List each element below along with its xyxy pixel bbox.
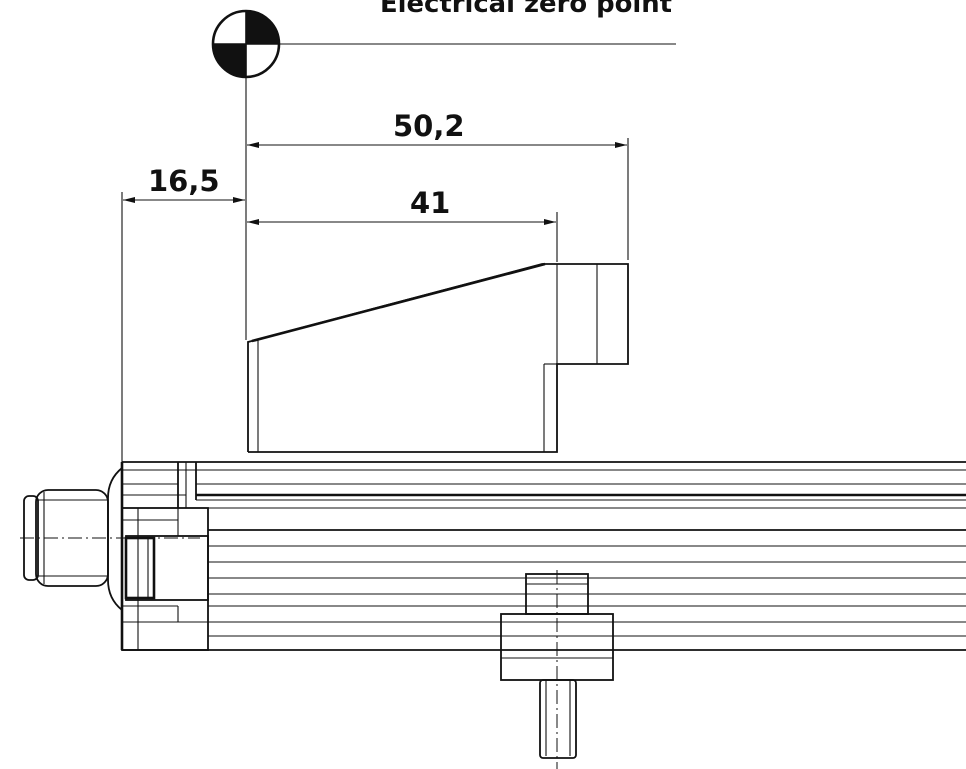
extension-lines: [121, 77, 629, 462]
dimension-50-2: 50,2: [247, 109, 627, 148]
center-lines: [20, 537, 558, 769]
zero-point-label: Electrical zero point: [380, 0, 672, 19]
dimension-50-2-label: 50,2: [393, 109, 465, 143]
datum-target-icon: [211, 9, 281, 79]
dimension-41: 41: [247, 186, 556, 225]
dimension-41-label: 41: [410, 186, 450, 220]
dimension-16-5: 16,5: [123, 164, 245, 203]
end-cap: [120, 462, 209, 651]
carriage-body: [247, 262, 629, 453]
connector-plug: [23, 467, 123, 611]
profile-rail: [122, 461, 966, 651]
dimension-16-5-label: 16,5: [148, 164, 220, 198]
